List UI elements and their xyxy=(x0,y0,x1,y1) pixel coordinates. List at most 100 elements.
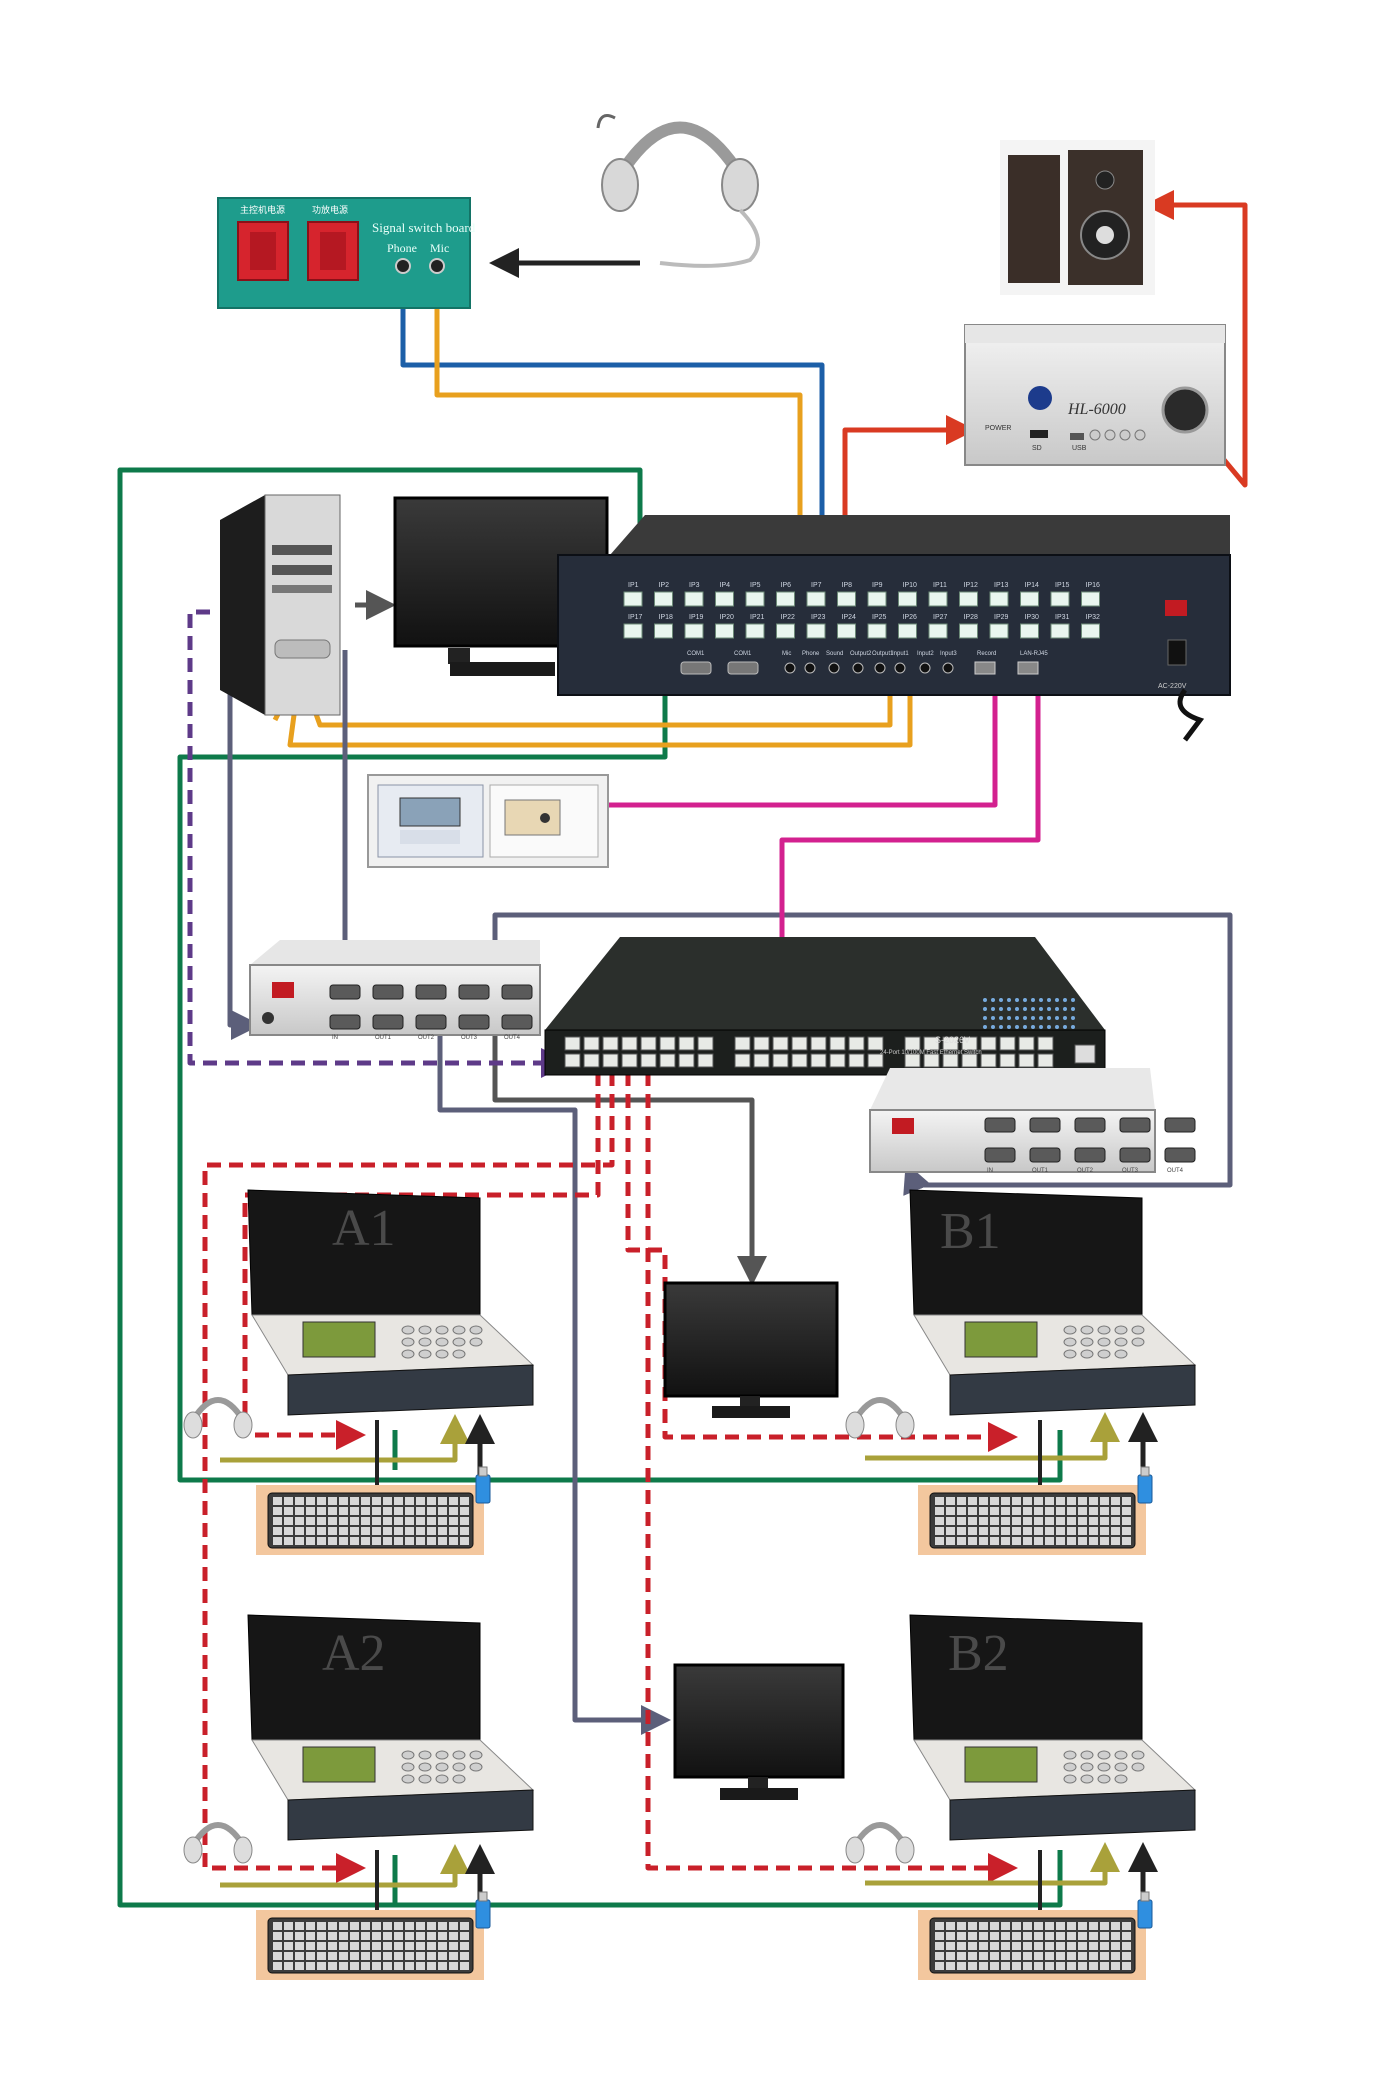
switch-port-24[interactable] xyxy=(791,1053,808,1068)
amp-sd-slot[interactable] xyxy=(1030,430,1048,438)
main-port-IP21[interactable] xyxy=(745,623,765,639)
switch-port-31[interactable] xyxy=(867,1036,884,1051)
main-port-IP6[interactable] xyxy=(776,591,795,607)
station-key[interactable] xyxy=(469,1325,483,1335)
splitter2-ports-port-1-4[interactable] xyxy=(1164,1147,1196,1163)
switch-uplink-port[interactable] xyxy=(1074,1044,1096,1064)
switch-port-9[interactable] xyxy=(640,1036,657,1051)
station-key[interactable] xyxy=(452,1337,466,1347)
phone-jack[interactable] xyxy=(395,258,411,274)
station-key[interactable] xyxy=(1097,1349,1111,1359)
station-key[interactable] xyxy=(1097,1337,1111,1347)
splitter2-ports-port-1-1[interactable] xyxy=(1029,1147,1061,1163)
splitter1-ports-port-1-0[interactable] xyxy=(329,1014,361,1030)
switch-port-39[interactable] xyxy=(961,1036,978,1051)
main-port-IP8[interactable] xyxy=(837,591,856,607)
station-key[interactable] xyxy=(1063,1325,1077,1335)
station-key[interactable] xyxy=(452,1750,466,1760)
main-port-IP9[interactable] xyxy=(867,591,887,607)
rear-port-10[interactable] xyxy=(974,661,996,675)
splitter2-ports-port-1-2[interactable] xyxy=(1074,1147,1106,1163)
main-port-IP14[interactable] xyxy=(1020,591,1039,607)
main-port-IP15[interactable] xyxy=(1050,591,1070,607)
station-key[interactable] xyxy=(1080,1750,1094,1760)
station-key[interactable] xyxy=(435,1337,449,1347)
switch-port-11[interactable] xyxy=(659,1036,676,1051)
station-key[interactable] xyxy=(418,1349,432,1359)
splitter2-ports-port-0-0[interactable] xyxy=(984,1117,1016,1133)
splitter1-ports-port-1-1[interactable] xyxy=(372,1014,404,1030)
station-key[interactable] xyxy=(1114,1750,1128,1760)
station-key[interactable] xyxy=(1114,1349,1128,1359)
main-port-IP24[interactable] xyxy=(837,623,856,639)
switch-port-4[interactable] xyxy=(583,1053,600,1068)
splitter1-ports-port-1-3[interactable] xyxy=(458,1014,490,1030)
rear-jack-9[interactable] xyxy=(942,662,954,674)
switch-port-5[interactable] xyxy=(602,1036,619,1051)
splitter1-ports-port-1-2[interactable] xyxy=(415,1014,447,1030)
splitter2-ports-port-1-3[interactable] xyxy=(1119,1147,1151,1163)
switch-port-37[interactable] xyxy=(942,1036,959,1051)
main-port-IP25[interactable] xyxy=(867,623,887,639)
switch-port-47[interactable] xyxy=(1037,1036,1054,1051)
switch-port-30[interactable] xyxy=(848,1053,865,1068)
rear-jack-6[interactable] xyxy=(874,662,886,674)
switch-port-12[interactable] xyxy=(659,1053,676,1068)
rear-jack-4[interactable] xyxy=(828,662,840,674)
main-port-IP22[interactable] xyxy=(776,623,795,639)
station-key[interactable] xyxy=(452,1349,466,1359)
switch-port-35[interactable] xyxy=(923,1036,940,1051)
rear-com-port-0[interactable] xyxy=(680,661,712,675)
switch-port-32[interactable] xyxy=(867,1053,884,1068)
station-key[interactable] xyxy=(1114,1762,1128,1772)
station-key[interactable] xyxy=(435,1762,449,1772)
switch-port-15[interactable] xyxy=(697,1036,714,1051)
main-port-IP12[interactable] xyxy=(959,591,978,607)
rear-jack-8[interactable] xyxy=(919,662,931,674)
switch-port-29[interactable] xyxy=(848,1036,865,1051)
splitter2-ports-port-0-4[interactable] xyxy=(1164,1117,1196,1133)
switch-port-14[interactable] xyxy=(678,1053,695,1068)
station-key[interactable] xyxy=(418,1762,432,1772)
main-port-IP32[interactable] xyxy=(1081,623,1100,639)
rear-jack-5[interactable] xyxy=(852,662,864,674)
switch-port-18[interactable] xyxy=(734,1053,751,1068)
main-port-IP7[interactable] xyxy=(806,591,826,607)
main-port-IP16[interactable] xyxy=(1081,591,1100,607)
main-power-switch[interactable] xyxy=(1165,600,1187,616)
station-key[interactable] xyxy=(1063,1750,1077,1760)
station-key[interactable] xyxy=(401,1325,415,1335)
station-key[interactable] xyxy=(435,1325,449,1335)
splitter2-ports-port-0-1[interactable] xyxy=(1029,1117,1061,1133)
station-key[interactable] xyxy=(401,1750,415,1760)
switch-port-48[interactable] xyxy=(1037,1053,1054,1068)
station-key[interactable] xyxy=(418,1774,432,1784)
splitter2-power-switch[interactable] xyxy=(892,1118,914,1134)
rear-jack-7[interactable] xyxy=(894,662,906,674)
station-key[interactable] xyxy=(1080,1762,1094,1772)
station-key[interactable] xyxy=(1131,1337,1145,1347)
station-key[interactable] xyxy=(1080,1325,1094,1335)
station-key[interactable] xyxy=(469,1337,483,1347)
station-key[interactable] xyxy=(1063,1774,1077,1784)
rear-jack-3[interactable] xyxy=(804,662,816,674)
station-key[interactable] xyxy=(452,1774,466,1784)
switch-port-6[interactable] xyxy=(602,1053,619,1068)
switch-port-26[interactable] xyxy=(810,1053,827,1068)
station-key[interactable] xyxy=(435,1774,449,1784)
switch-port-7[interactable] xyxy=(621,1036,638,1051)
main-port-IP26[interactable] xyxy=(898,623,917,639)
station-key[interactable] xyxy=(1080,1349,1094,1359)
station-key[interactable] xyxy=(1097,1774,1111,1784)
station-key[interactable] xyxy=(1063,1762,1077,1772)
switch-port-10[interactable] xyxy=(640,1053,657,1068)
station-key[interactable] xyxy=(452,1762,466,1772)
station-key[interactable] xyxy=(1114,1337,1128,1347)
station-key[interactable] xyxy=(469,1762,483,1772)
station-key[interactable] xyxy=(1131,1762,1145,1772)
switch-port-36[interactable] xyxy=(923,1053,940,1068)
main-port-IP23[interactable] xyxy=(806,623,826,639)
station-key[interactable] xyxy=(401,1774,415,1784)
switch-port-23[interactable] xyxy=(791,1036,808,1051)
station-key[interactable] xyxy=(418,1750,432,1760)
